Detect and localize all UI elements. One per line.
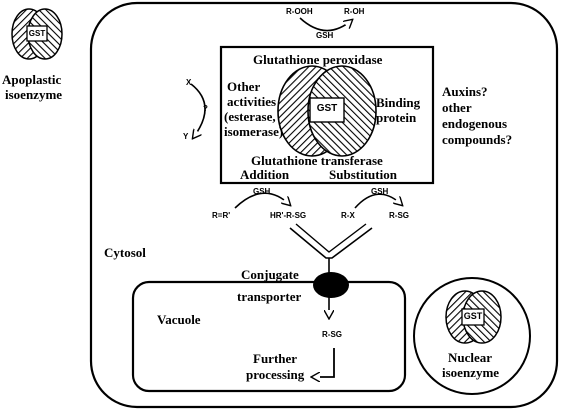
cell-outline xyxy=(89,1,559,409)
nuclear-label-line2: isoenzyme xyxy=(442,365,500,380)
addition-reaction-arrow xyxy=(234,192,290,209)
further-processing-arrow xyxy=(312,348,335,377)
top-cofactor: GSH xyxy=(316,31,334,40)
nuclear-label-line1: Nuclear xyxy=(448,350,493,365)
addition-substrate: R=R' xyxy=(212,211,231,220)
nuclear-gst-enzyme xyxy=(445,290,502,344)
binding-line2: protein xyxy=(376,110,417,125)
isomerase-question: ? xyxy=(203,104,208,113)
substitution-reaction-arrow xyxy=(354,193,402,209)
peroxidase-label: Glutathione peroxidase xyxy=(253,52,383,67)
substitution-substrate: R-X xyxy=(341,211,355,220)
apoplastic-gst-enzyme xyxy=(11,8,63,60)
other-activities-line1: Other xyxy=(227,79,261,94)
peroxidase-reaction-arrow xyxy=(299,17,352,32)
central-gst-label: GST xyxy=(316,103,338,114)
substitution-cofactor: GSH xyxy=(371,187,389,196)
further-line2: processing xyxy=(246,367,305,382)
transporter-line1: Conjugate xyxy=(241,267,299,282)
auxins-line4: compounds? xyxy=(442,132,513,147)
addition-label: Addition xyxy=(240,167,290,182)
apoplastic-label-line2: isoenzyme xyxy=(5,87,63,102)
apoplastic-label-line1: Apoplastic xyxy=(2,72,62,87)
nuclear-gst-label: GST xyxy=(463,311,483,321)
vacuole-label: Vacuole xyxy=(157,312,201,327)
isomerase-y: Y xyxy=(183,132,189,141)
further-line1: Further xyxy=(253,351,298,366)
cytosol-label: Cytosol xyxy=(104,245,146,260)
isomerase-x: X xyxy=(186,78,192,87)
auxins-line1: Auxins? xyxy=(442,84,488,99)
auxins-line2: other xyxy=(442,100,472,115)
other-activities-line2: activities xyxy=(227,94,277,109)
vacuole-rsg: R-SG xyxy=(322,330,342,339)
top-product: R-OH xyxy=(344,7,365,16)
central-gst-enzyme xyxy=(277,65,377,157)
vacuole-outline xyxy=(131,280,407,393)
transferase-label: Glutathione transferase xyxy=(251,153,383,168)
addition-cofactor: GSH xyxy=(253,187,271,196)
conjugate-transporter xyxy=(313,272,349,298)
other-activities-line4: isomerase) xyxy=(224,124,284,139)
substitution-product: R-SG xyxy=(389,211,409,220)
apoplastic-gst-label: GST xyxy=(28,29,46,38)
nucleus-outline xyxy=(413,277,531,395)
isomerase-arrow xyxy=(190,83,206,138)
substitution-label: Substitution xyxy=(329,167,397,182)
addition-product: HR'-R-SG xyxy=(270,211,307,220)
other-activities-line3: (esterase, xyxy=(224,109,276,124)
auxins-line3: endogenous xyxy=(442,116,508,131)
conjugate-funnel xyxy=(289,227,373,259)
top-substrate: R-OOH xyxy=(286,7,313,16)
binding-line1: Binding xyxy=(376,95,421,110)
transporter-line2: transporter xyxy=(237,289,302,304)
